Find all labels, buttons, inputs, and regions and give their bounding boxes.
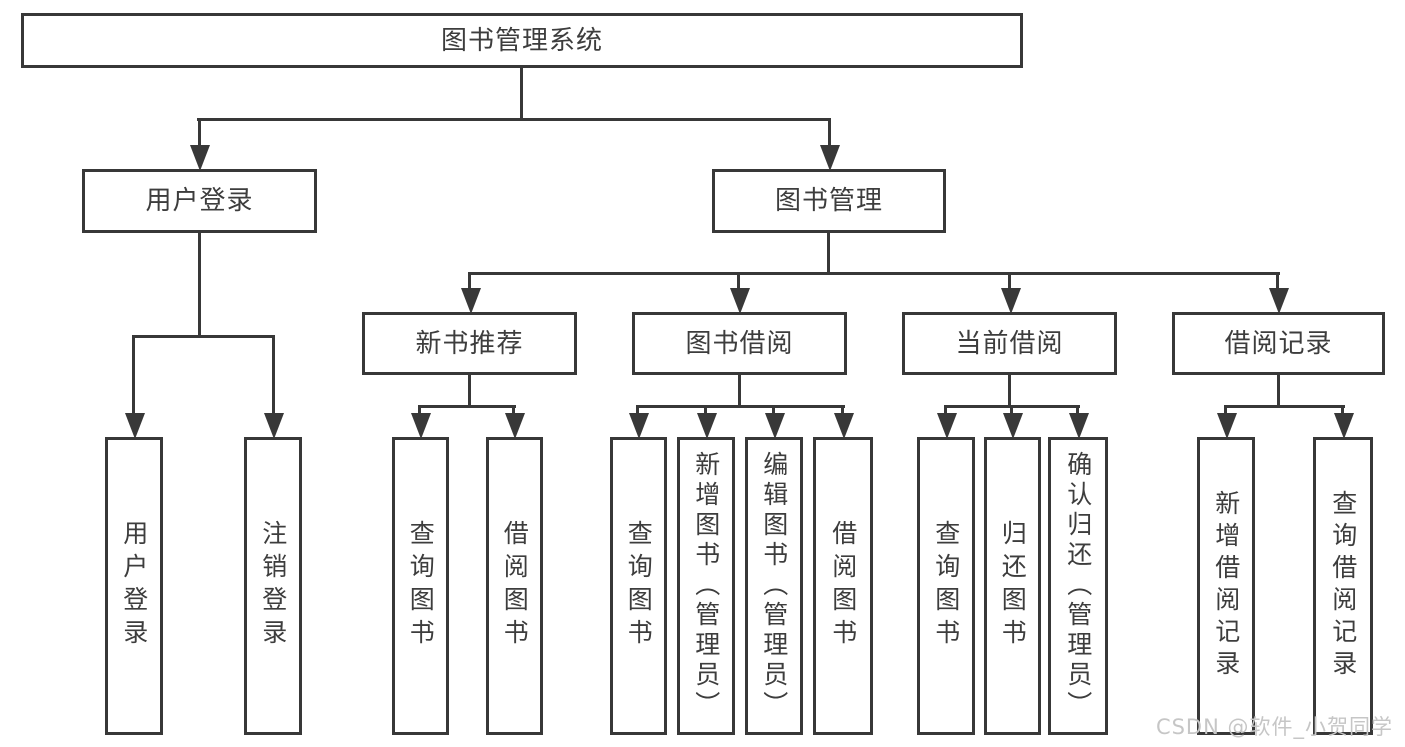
connector-hline [1224, 405, 1345, 408]
leaf-query-book: 查询图书 [392, 437, 449, 735]
connector-vline [772, 405, 775, 416]
connector-hline [418, 405, 516, 408]
leaf-add-borrow-record: 新增借阅记录 [1197, 437, 1255, 735]
connector-vline [468, 373, 471, 407]
node-current-borrow-label: 当前借阅 [955, 328, 1064, 359]
leaf-label: 查询图书 [931, 520, 961, 652]
connector-hline [468, 272, 1280, 275]
node-user-login-label: 用户登录 [145, 186, 254, 216]
leaf-add-book-admin: 新增图书（管理员） [677, 437, 735, 735]
connector-vline [1076, 405, 1079, 416]
node-book-management-label: 图书管理 [774, 186, 883, 216]
leaf-query-book: 查询图书 [917, 437, 975, 735]
leaf-label: 注销登录 [258, 520, 288, 652]
connector-vline [1276, 272, 1279, 291]
arrow-down-icon [834, 413, 854, 439]
leaf-query-borrow-record: 查询借阅记录 [1313, 437, 1373, 735]
connector-vline [1341, 405, 1344, 416]
connector-vline [520, 66, 523, 120]
connector-hline [132, 335, 275, 338]
arrow-down-icon [264, 413, 284, 439]
arrow-down-icon [1269, 288, 1289, 314]
leaf-borrow-book: 借阅图书 [486, 437, 543, 735]
arrow-down-icon [730, 288, 750, 314]
node-current-borrow: 当前借阅 [902, 312, 1117, 375]
node-new-book-recommend-label: 新书推荐 [415, 328, 524, 359]
connector-vline [418, 405, 421, 416]
connector-vline [512, 405, 515, 416]
arrow-down-icon [190, 145, 210, 171]
connector-vline [132, 335, 135, 415]
connector-vline [198, 118, 201, 147]
leaf-query-book: 查询图书 [610, 437, 667, 735]
arrow-down-icon [461, 288, 481, 314]
node-root: 图书管理系统 [21, 13, 1023, 68]
leaf-label: 用户登录 [119, 520, 149, 652]
leaf-confirm-return-admin: 确认归还（管理员） [1048, 437, 1108, 735]
leaf-label: 查询借阅记录 [1328, 490, 1358, 682]
node-borrow-records: 借阅记录 [1172, 312, 1385, 375]
leaf-label: 查询图书 [406, 520, 436, 652]
node-book-management: 图书管理 [712, 169, 946, 233]
connector-vline [1010, 405, 1013, 416]
arrow-down-icon [505, 413, 525, 439]
leaf-label: 归还图书 [998, 520, 1028, 652]
leaf-label: 新增借阅记录 [1211, 490, 1241, 682]
node-user-login: 用户登录 [82, 169, 317, 233]
connector-vline [738, 373, 741, 407]
connector-vline [704, 405, 707, 416]
connector-vline [841, 405, 844, 416]
connector-vline [468, 272, 471, 291]
connector-vline [1008, 272, 1011, 291]
leaf-return-book: 归还图书 [984, 437, 1041, 735]
leaf-label: 借阅图书 [500, 520, 530, 652]
node-root-label: 图书管理系统 [440, 25, 603, 56]
connector-hline [197, 118, 831, 121]
arrow-down-icon [937, 413, 957, 439]
leaf-user-login: 用户登录 [105, 437, 163, 735]
connector-vline [827, 231, 830, 274]
node-book-borrow: 图书借阅 [632, 312, 847, 375]
arrow-down-icon [1001, 288, 1021, 314]
leaf-label: 借阅图书 [828, 520, 858, 652]
arrow-down-icon [629, 413, 649, 439]
node-book-borrow-label: 图书借阅 [685, 328, 794, 359]
connector-vline [737, 272, 740, 291]
arrow-down-icon [765, 413, 785, 439]
arrow-down-icon [1217, 413, 1237, 439]
csdn-watermark: CSDN @软件_小贺同学 [1155, 715, 1393, 739]
leaf-borrow-book: 借阅图书 [813, 437, 873, 735]
node-borrow-records-label: 借阅记录 [1224, 328, 1333, 359]
connector-vline [1224, 405, 1227, 416]
leaf-label: 确认归还（管理员） [1063, 451, 1093, 721]
arrow-down-icon [697, 413, 717, 439]
leaf-label: 编辑图书（管理员） [759, 451, 789, 721]
connector-vline [944, 405, 947, 416]
connector-vline [198, 231, 201, 337]
leaf-label: 新增图书（管理员） [691, 451, 721, 721]
connector-hline [636, 405, 845, 408]
connector-vline [1008, 373, 1011, 407]
arrow-down-icon [125, 413, 145, 439]
arrow-down-icon [1003, 413, 1023, 439]
leaf-edit-book-admin: 编辑图书（管理员） [745, 437, 803, 735]
connector-vline [1277, 373, 1280, 407]
arrow-down-icon [411, 413, 431, 439]
node-new-book-recommend: 新书推荐 [362, 312, 577, 375]
arrow-down-icon [1334, 413, 1354, 439]
arrow-down-icon [820, 145, 840, 171]
leaf-label: 查询图书 [624, 520, 654, 652]
leaf-logout-login: 注销登录 [244, 437, 302, 735]
connector-vline [636, 405, 639, 416]
arrow-down-icon [1069, 413, 1089, 439]
connector-vline [272, 335, 275, 415]
connector-vline [828, 118, 831, 147]
